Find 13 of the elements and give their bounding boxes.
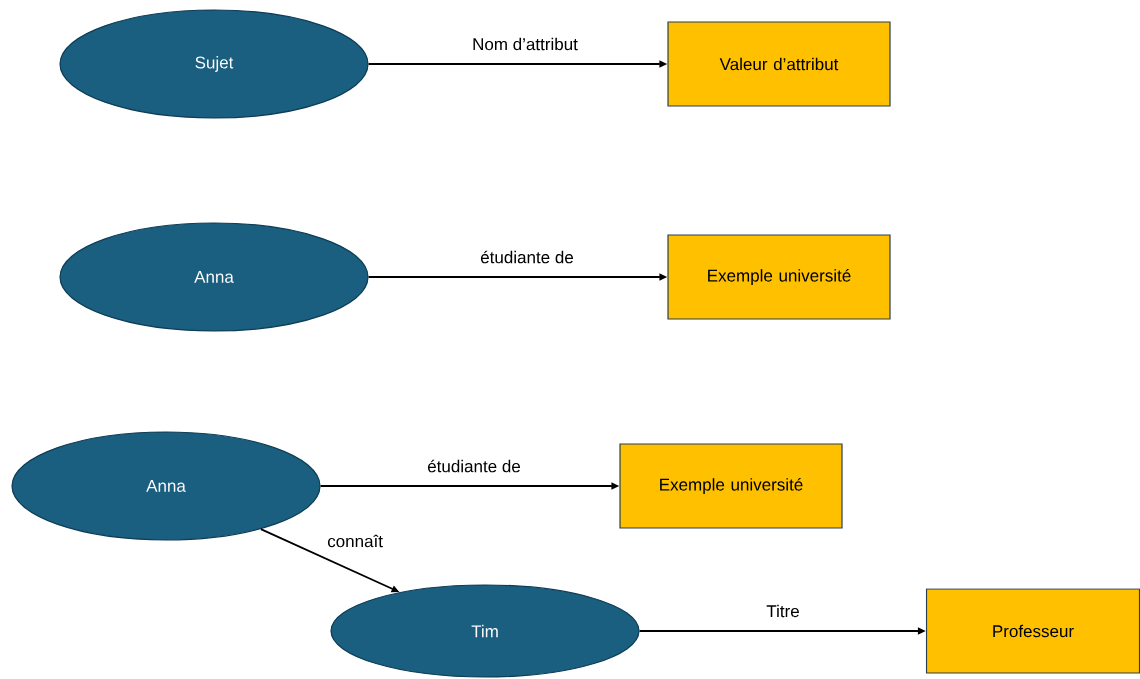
ellipse-node: Tim — [330, 584, 640, 678]
edge-label: connaît — [327, 534, 383, 548]
ellipse-node: Sujet — [59, 9, 369, 119]
value-box: Exemple université — [619, 443, 843, 529]
edge-label: étudiante de — [427, 459, 520, 473]
edge-label: Titre — [766, 604, 799, 618]
value-box: Exemple université — [667, 234, 891, 320]
edge-label: étudiante de — [480, 250, 573, 264]
value-box: Professeur — [925, 588, 1140, 674]
ellipse-node: Anna — [11, 431, 321, 541]
ellipse-node: Anna — [59, 222, 369, 332]
value-box: Valeur d’attribut — [667, 21, 891, 107]
edge-label: Nom d’attribut — [473, 37, 578, 51]
